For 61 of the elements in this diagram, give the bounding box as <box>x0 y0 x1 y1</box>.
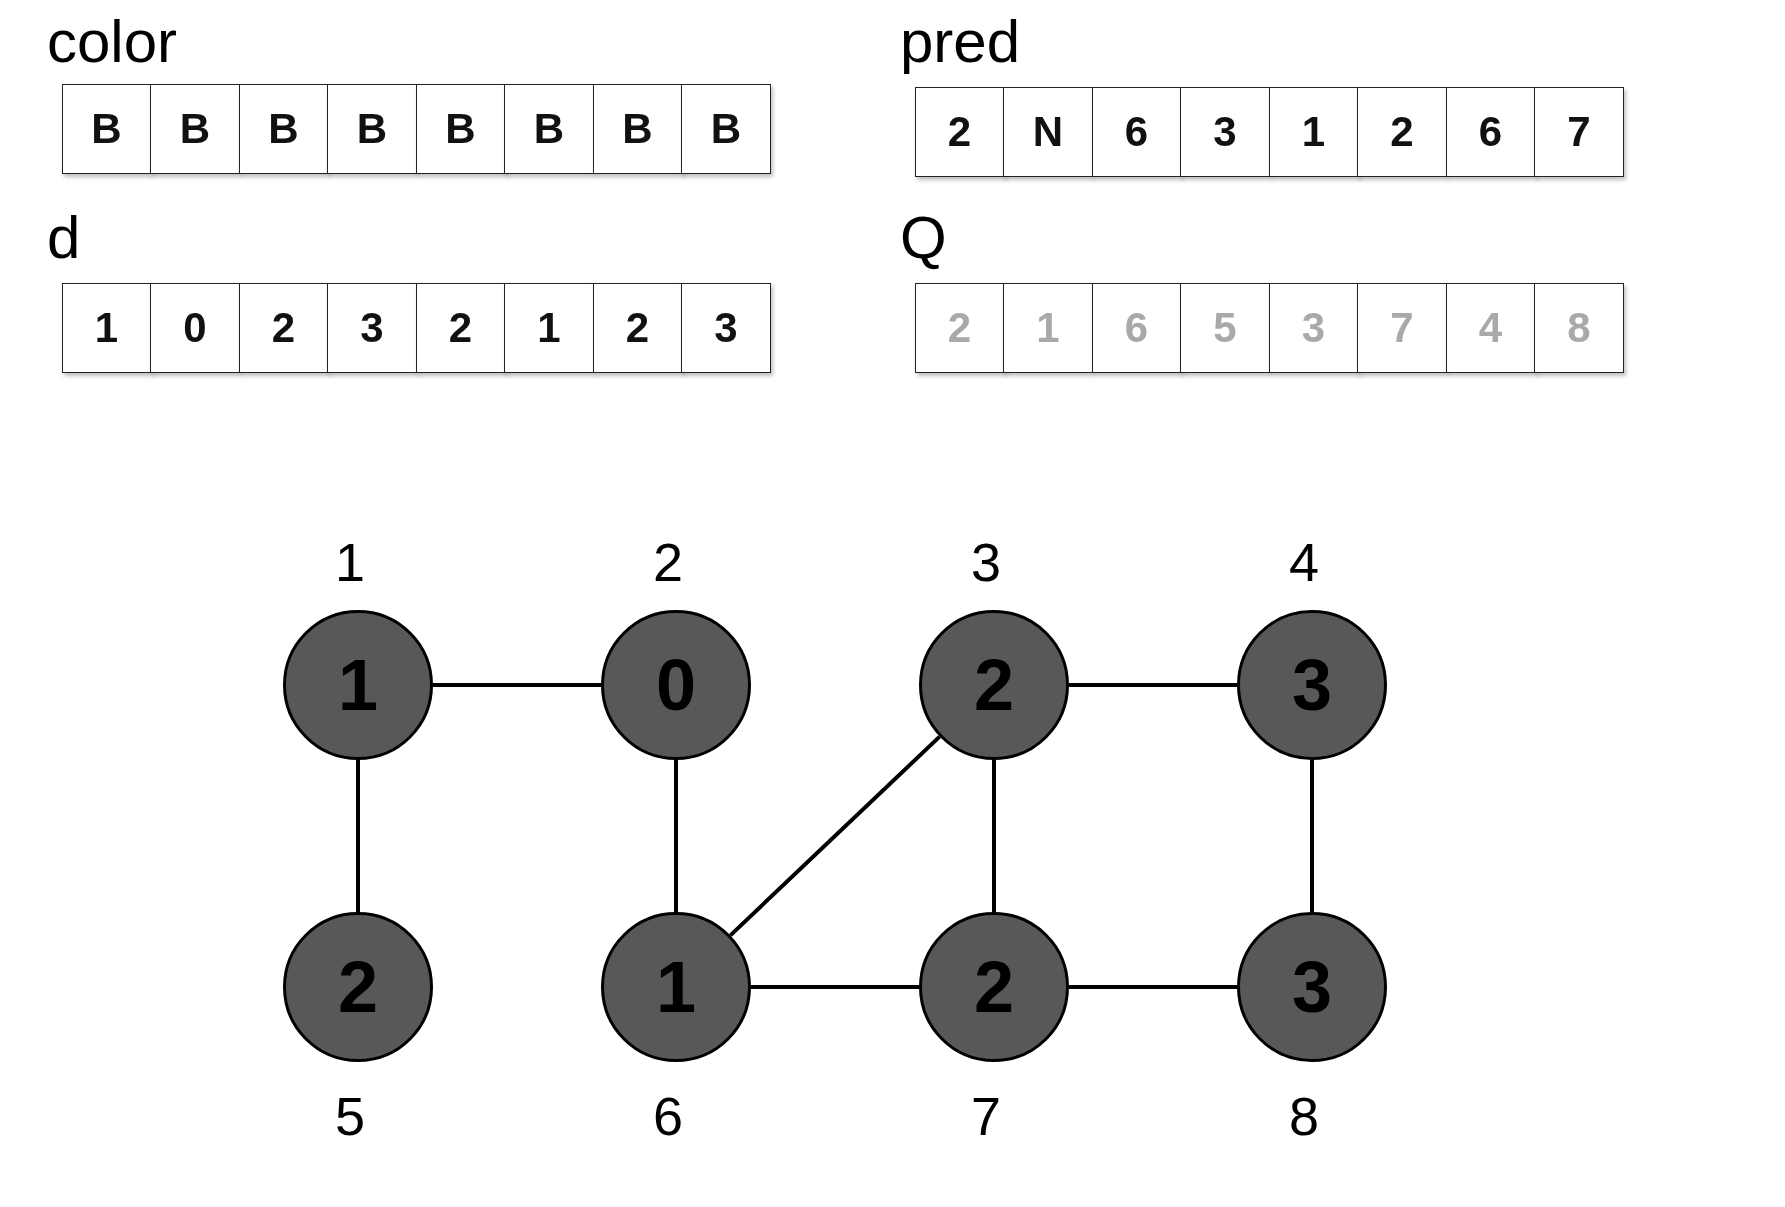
array-cell: B <box>238 84 329 174</box>
array-cell: 2 <box>914 87 1005 177</box>
array-cell: B <box>681 84 771 174</box>
vertex-number: 7 <box>971 1089 1001 1143</box>
vertex-circle: 3 <box>1237 912 1387 1062</box>
vertex-number: 5 <box>335 1089 365 1143</box>
array-cell: B <box>504 84 594 174</box>
array-cell: 2 <box>592 283 683 373</box>
array-cell: 3 <box>681 283 771 373</box>
array-cell: B <box>592 84 683 174</box>
array-cell: 3 <box>1180 87 1270 177</box>
array-cell: B <box>61 84 152 174</box>
array-cell: 2 <box>914 283 1005 373</box>
array-cell: 1 <box>61 283 152 373</box>
vertex-number: 3 <box>971 535 1001 589</box>
graph-edge <box>729 735 941 937</box>
array-cell: 6 <box>1091 283 1182 373</box>
array-cell: N <box>1003 87 1093 177</box>
vertex-circle: 0 <box>601 610 751 760</box>
vertex-circle: 1 <box>283 610 433 760</box>
array-cell: 3 <box>1268 283 1359 373</box>
vertex-circle: 1 <box>601 912 751 1062</box>
graph-edge <box>356 760 360 912</box>
vertex-number: 8 <box>1289 1089 1319 1143</box>
array-cell: 0 <box>150 283 240 373</box>
array-cell: 2 <box>1357 87 1447 177</box>
array-cell: 2 <box>238 283 329 373</box>
array-cell: B <box>327 84 417 174</box>
vertex-number: 4 <box>1289 535 1319 589</box>
array-cell: 5 <box>1180 283 1270 373</box>
array-cell: 7 <box>1534 87 1624 177</box>
array-name: color <box>47 12 178 72</box>
graph-edge <box>1069 683 1237 687</box>
array-name: d <box>47 208 81 268</box>
vertex-circle: 2 <box>919 610 1069 760</box>
array-cell: 1 <box>1003 283 1093 373</box>
array-cell: 1 <box>1268 87 1359 177</box>
vertex-circle: 2 <box>283 912 433 1062</box>
array-cell: 2 <box>415 283 506 373</box>
graph-edge <box>992 760 996 912</box>
vertex-circle: 2 <box>919 912 1069 1062</box>
graph-edge <box>1310 760 1314 912</box>
graph-edge <box>1069 985 1237 989</box>
array-cell: 4 <box>1445 283 1536 373</box>
array-cell: 7 <box>1357 283 1447 373</box>
array-name: pred <box>900 12 1021 72</box>
graph-edge <box>433 683 601 687</box>
vertex-number: 6 <box>653 1089 683 1143</box>
array-cell: B <box>150 84 240 174</box>
array-cell: 1 <box>504 283 594 373</box>
graph-edge <box>751 985 919 989</box>
array-cell: 3 <box>327 283 417 373</box>
array-cell: 8 <box>1534 283 1624 373</box>
vertex-number: 2 <box>653 535 683 589</box>
vertex-circle: 3 <box>1237 610 1387 760</box>
array-cell: 6 <box>1091 87 1182 177</box>
vertex-number: 1 <box>335 535 365 589</box>
array-cell: 6 <box>1445 87 1536 177</box>
array-name: Q <box>900 208 947 268</box>
array-cell: B <box>415 84 506 174</box>
graph-edge <box>674 760 678 912</box>
